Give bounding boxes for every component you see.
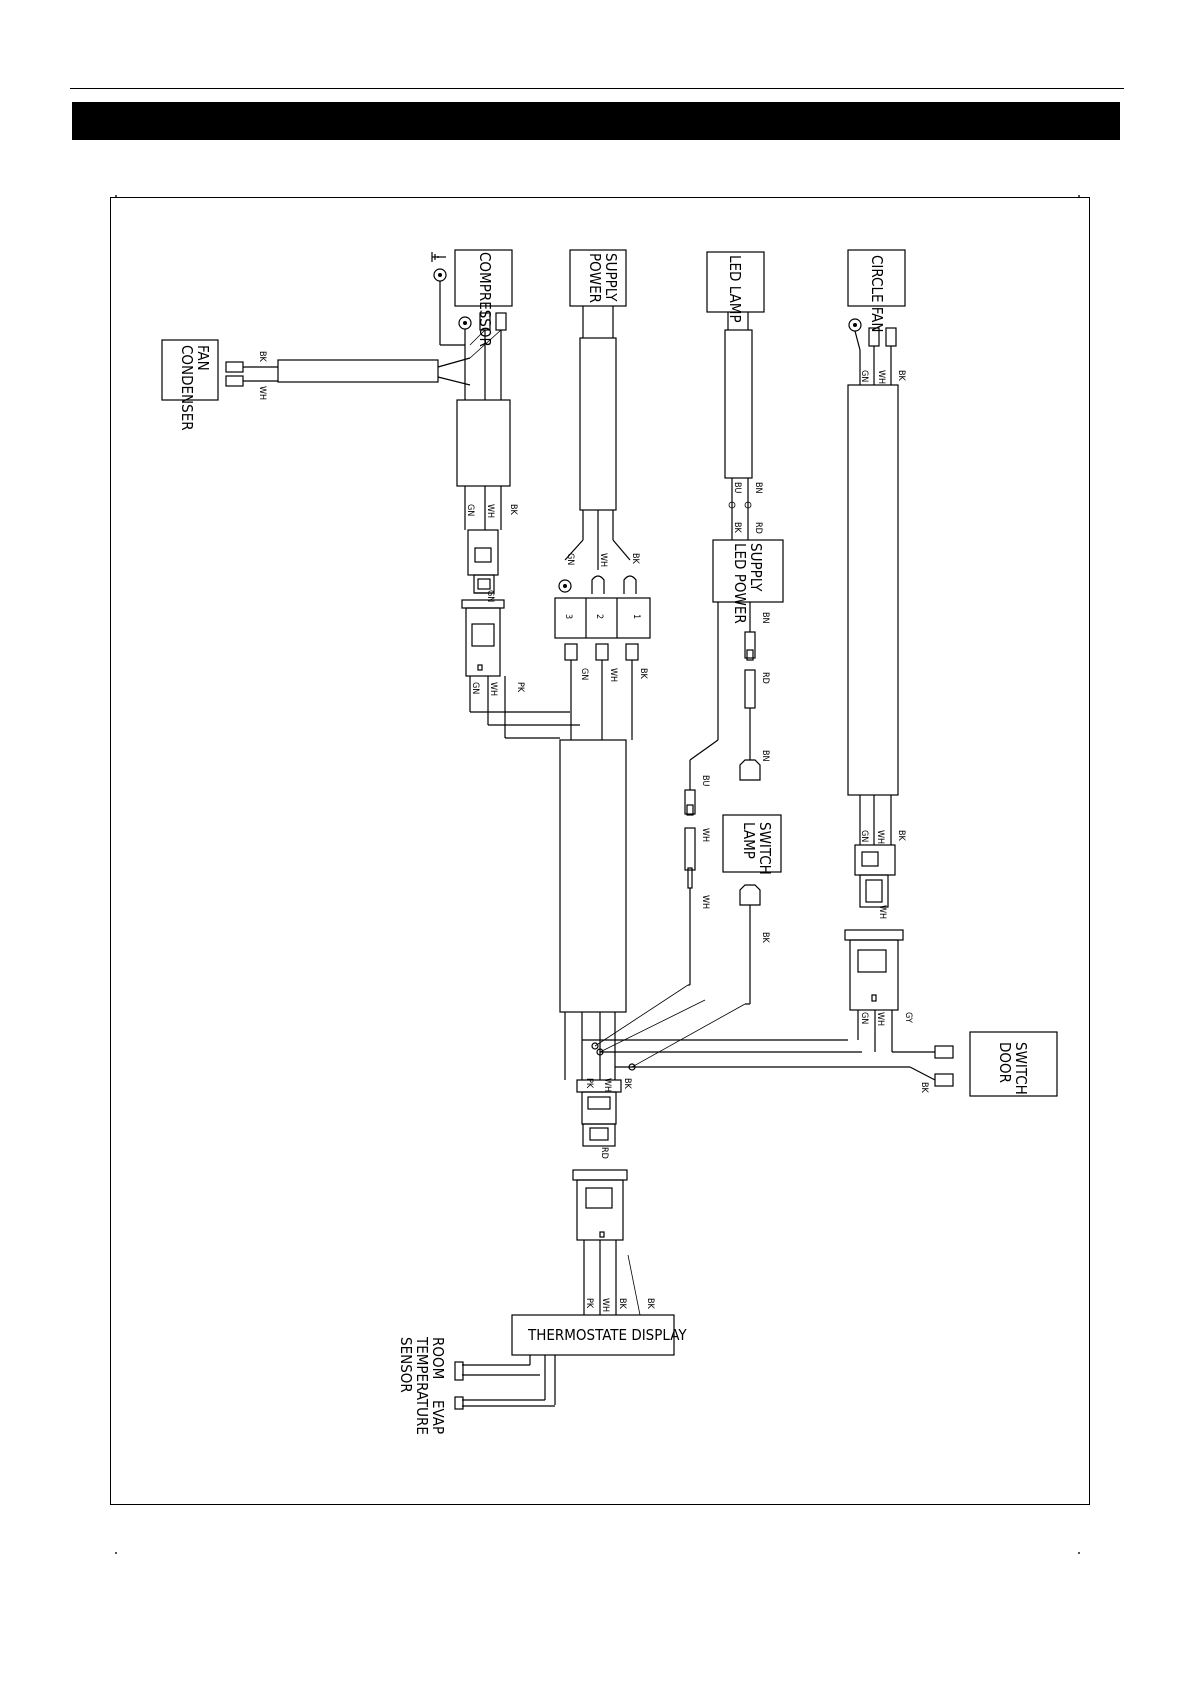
- svg-text:RD: RD: [753, 522, 763, 534]
- svg-text:RD: RD: [599, 1147, 609, 1159]
- svg-text:BN: BN: [753, 482, 763, 494]
- svg-text:BK: BK: [919, 1082, 929, 1094]
- svg-text:GN: GN: [465, 504, 475, 516]
- svg-text:WH: WH: [485, 504, 495, 518]
- svg-text:RD: RD: [760, 672, 770, 684]
- svg-text:WH: WH: [600, 1298, 610, 1312]
- thermostat-display-component: THERMOSTATE DISPLAY ROOM TEMPERATURE SEN…: [397, 1315, 687, 1435]
- door-switch-label-1: DOOR: [996, 1042, 1014, 1083]
- svg-text:WH: WH: [876, 370, 886, 384]
- svg-text:WH: WH: [608, 668, 618, 682]
- thermostat-display-label: THERMOSTATE DISPLAY: [527, 1326, 687, 1344]
- svg-text:WH: WH: [700, 828, 710, 842]
- compressor-harness: GN WH BK GN GN WH PK: [457, 400, 580, 738]
- svg-text:GN: GN: [579, 668, 589, 680]
- svg-text:WH: WH: [488, 682, 498, 696]
- door-switch-component: DOOR SWITCH BK: [910, 1032, 1057, 1096]
- svg-text:GN: GN: [485, 590, 495, 602]
- svg-text:GN: GN: [470, 682, 480, 694]
- svg-text:PK: PK: [584, 1298, 594, 1309]
- svg-text:GY: GY: [903, 1012, 913, 1023]
- lamp-switch-wiring: BU WH WH BK: [685, 760, 770, 1004]
- condenser-fan-component: CONDENSER FAN BK WH: [162, 340, 470, 431]
- circle-fan-component: CIRCLE FAN GN WH BK GN WH BK WH GN WH GY: [845, 250, 935, 1052]
- svg-text:BU: BU: [700, 775, 710, 787]
- svg-text:BN: BN: [760, 750, 770, 762]
- compressor-component: COMPRESSOR: [432, 250, 512, 400]
- svg-text:WH: WH: [877, 905, 887, 919]
- led-lamp-label: LED LAMP: [726, 255, 744, 323]
- led-power-label-2: SUPPLY: [747, 543, 765, 592]
- room-sensor-label-3: SENSOR: [397, 1337, 415, 1393]
- power-supply-component: POWER SUPPLY GN WH BK 3 2 1 GN WH BK: [555, 250, 650, 740]
- circle-fan-label: CIRCLE FAN: [868, 255, 886, 333]
- svg-text:WH: WH: [875, 830, 885, 844]
- svg-text:WH: WH: [598, 553, 608, 567]
- condenser-fan-label-2: FAN: [194, 345, 212, 371]
- led-power-supply-component: LED POWER SUPPLY BN RD BN: [690, 540, 783, 780]
- svg-text:BK: BK: [638, 668, 648, 680]
- lamp-switch-component: LAMP SWITCH: [723, 815, 781, 875]
- svg-text:GN: GN: [565, 553, 575, 565]
- svg-text:BN: BN: [760, 612, 770, 624]
- terminal-1: 1: [631, 614, 641, 619]
- door-switch-label-2: SWITCH: [1012, 1042, 1030, 1095]
- svg-text:BK: BK: [630, 553, 640, 565]
- terminal-3: 3: [563, 614, 573, 619]
- svg-text:BK: BK: [508, 504, 518, 516]
- svg-text:GN: GN: [859, 1012, 869, 1024]
- svg-text:WH: WH: [257, 386, 267, 400]
- led-lamp-component: LED LAMP BU BN BK RD: [707, 252, 764, 540]
- condenser-fan-label-1: CONDENSER: [178, 345, 196, 431]
- power-supply-label-1: POWER: [586, 253, 604, 303]
- svg-text:BK: BK: [896, 830, 906, 842]
- svg-text:BK: BK: [760, 932, 770, 944]
- evap-sensor-label: EVAP: [429, 1400, 447, 1434]
- svg-text:BK: BK: [622, 1078, 632, 1090]
- lamp-switch-label-2: SWITCH: [756, 822, 774, 875]
- svg-text:BK: BK: [645, 1298, 655, 1310]
- svg-text:WH: WH: [700, 895, 710, 909]
- svg-text:GN: GN: [859, 830, 869, 842]
- svg-text:PK: PK: [515, 682, 525, 693]
- svg-text:BK: BK: [257, 351, 267, 363]
- terminal-2: 2: [594, 614, 604, 619]
- svg-text:GN: GN: [859, 370, 869, 382]
- power-supply-label-2: SUPPLY: [602, 253, 620, 302]
- svg-text:BK: BK: [617, 1298, 627, 1310]
- svg-text:BK: BK: [732, 522, 742, 534]
- led-power-label-1: LED POWER: [731, 543, 749, 624]
- lamp-switch-label-1: LAMP: [740, 822, 758, 859]
- svg-text:WH: WH: [875, 1012, 885, 1026]
- svg-text:BK: BK: [896, 370, 906, 382]
- svg-text:BU: BU: [732, 482, 742, 494]
